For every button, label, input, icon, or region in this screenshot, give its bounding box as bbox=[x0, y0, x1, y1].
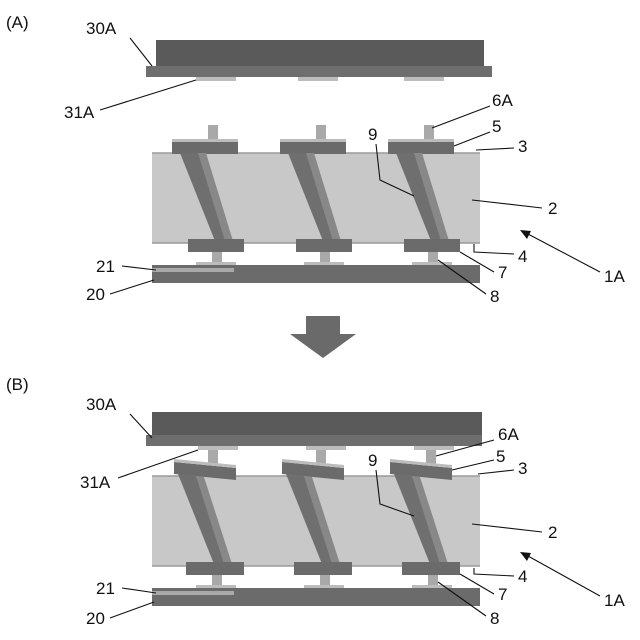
bottom-pad-7 bbox=[188, 239, 244, 252]
leader-21 bbox=[122, 588, 156, 593]
chip-body bbox=[156, 40, 484, 68]
label-7: 7 bbox=[498, 263, 507, 282]
panel-a-label: (A) bbox=[6, 13, 29, 32]
label-3: 3 bbox=[518, 459, 527, 478]
leader-30a bbox=[130, 38, 152, 66]
label-7: 7 bbox=[498, 585, 507, 604]
leader-21 bbox=[122, 266, 156, 270]
bottom-pad-7 bbox=[296, 239, 352, 252]
label-9: 9 bbox=[368, 451, 377, 470]
label-21: 21 bbox=[96, 579, 115, 598]
panel-b: (B) bbox=[6, 375, 625, 628]
bump-6a bbox=[426, 450, 436, 464]
board-body bbox=[152, 265, 480, 283]
label-2: 2 bbox=[548, 523, 557, 542]
label-3: 3 bbox=[518, 137, 527, 156]
leader-5 bbox=[452, 460, 494, 470]
top-pad-5 bbox=[172, 142, 238, 154]
bump-6a bbox=[208, 450, 218, 464]
label-5: 5 bbox=[492, 117, 501, 136]
leader-3 bbox=[476, 148, 514, 150]
label-1a: 1A bbox=[604, 267, 625, 286]
chip-pad bbox=[414, 446, 454, 450]
interposer-assembly-a bbox=[152, 125, 480, 264]
bump-6a bbox=[208, 125, 218, 139]
process-arrow bbox=[290, 316, 356, 358]
leader-4 bbox=[474, 244, 514, 254]
chip-pad bbox=[198, 446, 238, 450]
board-pad-21 bbox=[152, 268, 234, 272]
chip-pad bbox=[404, 77, 444, 81]
label-4: 4 bbox=[518, 247, 527, 266]
label-8: 8 bbox=[490, 287, 499, 306]
label-9: 9 bbox=[368, 125, 377, 144]
label-2: 2 bbox=[548, 199, 557, 218]
chip-body bbox=[152, 412, 482, 436]
chip-pad bbox=[196, 77, 236, 81]
board-body bbox=[152, 588, 480, 606]
leader-1a bbox=[528, 234, 600, 272]
chip-base bbox=[146, 66, 492, 77]
label-1a: 1A bbox=[604, 591, 625, 610]
label-21: 21 bbox=[96, 257, 115, 276]
interposer-assembly-b bbox=[152, 450, 480, 587]
label-31a: 31A bbox=[80, 473, 111, 492]
bottom-pad-7 bbox=[186, 562, 244, 575]
label-30a: 30A bbox=[86, 19, 117, 38]
board-20 bbox=[152, 262, 480, 283]
leader-5 bbox=[454, 132, 490, 146]
top-pad-5 bbox=[280, 142, 346, 154]
board-20 bbox=[152, 585, 480, 606]
bottom-pad-7 bbox=[404, 239, 460, 252]
chip-base bbox=[146, 435, 482, 446]
label-6a: 6A bbox=[492, 91, 513, 110]
bump-6a bbox=[424, 125, 434, 139]
leader-6a bbox=[432, 106, 490, 128]
label-20: 20 bbox=[86, 285, 105, 304]
label-6a: 6A bbox=[498, 425, 519, 444]
leader-20 bbox=[110, 602, 154, 618]
panel-b-label: (B) bbox=[6, 375, 29, 394]
chip-30a bbox=[146, 412, 482, 450]
chip-pad bbox=[306, 446, 346, 450]
top-pad-5 bbox=[388, 142, 454, 154]
chip-pad bbox=[298, 77, 338, 81]
board-pad-21 bbox=[152, 591, 234, 595]
leader-31a bbox=[100, 80, 196, 110]
panel-a: (A) bbox=[6, 13, 625, 306]
leader-20 bbox=[110, 280, 154, 294]
label-20: 20 bbox=[86, 609, 105, 628]
leader-2 bbox=[472, 200, 542, 208]
label-5: 5 bbox=[496, 447, 505, 466]
bump-6a bbox=[316, 125, 326, 139]
label-8: 8 bbox=[490, 609, 499, 628]
leader-4 bbox=[474, 568, 514, 576]
bump-6a bbox=[316, 450, 326, 464]
bottom-pad-7 bbox=[402, 562, 460, 575]
leader-3 bbox=[478, 470, 514, 474]
label-4: 4 bbox=[518, 567, 527, 586]
bottom-pad-7 bbox=[294, 562, 352, 575]
chip-30a bbox=[146, 40, 492, 81]
label-31a: 31A bbox=[64, 103, 95, 122]
leader-1a bbox=[528, 556, 600, 596]
label-30a: 30A bbox=[86, 395, 117, 414]
leader-30a bbox=[130, 414, 152, 438]
leader-2 bbox=[472, 524, 542, 532]
